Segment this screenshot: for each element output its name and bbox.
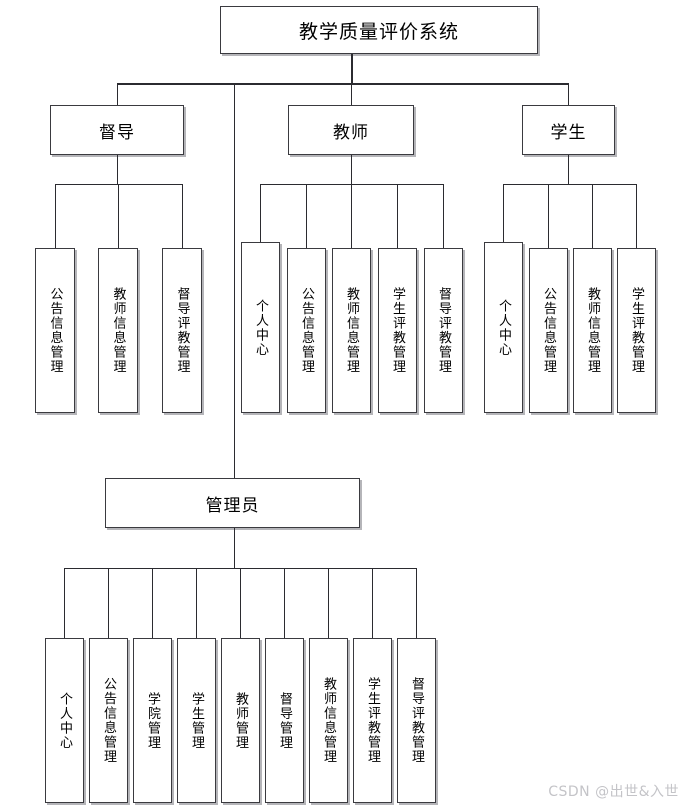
connector-admin-drop-5 xyxy=(240,568,241,638)
connector-drop-supervisor xyxy=(117,83,118,105)
node-admin-label: 管理员 xyxy=(205,495,260,516)
node-student-child-1[interactable]: 个人中心 xyxy=(484,242,523,413)
node-root-label: 教学质量评价系统 xyxy=(298,20,459,43)
node-admin-child-5-label: 教师管理 xyxy=(233,691,248,750)
node-teacher-child-5[interactable]: 督导评教管理 xyxy=(424,248,463,413)
node-teacher-child-4[interactable]: 学生评教管理 xyxy=(378,248,417,413)
connector-teacher-drop-3 xyxy=(351,184,352,248)
connector-teacher-drop-5 xyxy=(443,184,444,248)
connector-admin-drop-1 xyxy=(64,568,65,638)
node-admin-child-6[interactable]: 督导管理 xyxy=(265,638,304,803)
node-admin-child-8-label: 学生评教管理 xyxy=(365,677,380,764)
node-student-child-3[interactable]: 教师信息管理 xyxy=(573,248,612,413)
connector-teacher-drop-2 xyxy=(306,184,307,248)
connector-student-stem xyxy=(568,155,569,184)
node-admin-child-4-label: 学生管理 xyxy=(189,691,204,750)
node-admin-child-7[interactable]: 教师信息管理 xyxy=(309,638,348,803)
node-teacher[interactable]: 教师 xyxy=(288,105,414,155)
node-teacher-child-1-label: 个人中心 xyxy=(253,298,268,357)
node-teacher-child-3[interactable]: 教师信息管理 xyxy=(332,248,371,413)
connector-admin-drop-8 xyxy=(372,568,373,638)
connector-supervisor-stem xyxy=(117,155,118,184)
connector-drop-teacher xyxy=(351,83,352,105)
node-admin-child-2-label: 公告信息管理 xyxy=(101,677,116,764)
node-student-label: 学生 xyxy=(550,122,587,143)
node-teacher-child-3-label: 教师信息管理 xyxy=(344,287,359,374)
connector-drop-admin xyxy=(234,83,235,478)
connector-supervisor-drop-1 xyxy=(55,184,56,248)
connector-admin-drop-6 xyxy=(284,568,285,638)
node-root[interactable]: 教学质量评价系统 xyxy=(220,6,538,54)
connector-supervisor-bus xyxy=(55,184,183,185)
node-teacher-label: 教师 xyxy=(333,122,369,143)
node-supervisor-child-2[interactable]: 教师信息管理 xyxy=(98,248,138,413)
node-supervisor-child-1[interactable]: 公告信息管理 xyxy=(35,248,75,413)
connector-drop-student xyxy=(568,83,569,105)
node-supervisor-child-3[interactable]: 督导评教管理 xyxy=(162,248,202,413)
node-teacher-child-4-label: 学生评教管理 xyxy=(390,287,405,374)
node-admin[interactable]: 管理员 xyxy=(105,478,360,528)
connector-student-drop-4 xyxy=(636,184,637,248)
node-admin-child-8[interactable]: 学生评教管理 xyxy=(353,638,392,803)
node-supervisor-child-1-label: 公告信息管理 xyxy=(47,287,63,374)
node-admin-child-4[interactable]: 学生管理 xyxy=(177,638,216,803)
node-student-child-4[interactable]: 学生评教管理 xyxy=(617,248,656,413)
connector-supervisor-drop-2 xyxy=(118,184,119,248)
node-supervisor[interactable]: 督导 xyxy=(50,105,184,155)
connector-admin-drop-2 xyxy=(108,568,109,638)
node-supervisor-child-2-label: 教师信息管理 xyxy=(110,287,126,374)
node-student-child-4-label: 学生评教管理 xyxy=(629,287,644,374)
connector-teacher-drop-4 xyxy=(397,184,398,248)
node-admin-child-9-label: 督导评教管理 xyxy=(409,677,424,764)
csdn-watermark: CSDN @出世&入世 xyxy=(548,784,679,800)
node-teacher-child-5-label: 督导评教管理 xyxy=(436,287,451,374)
node-teacher-child-2-label: 公告信息管理 xyxy=(299,287,314,374)
node-admin-child-1-label: 个人中心 xyxy=(57,691,72,750)
connector-student-drop-2 xyxy=(548,184,549,248)
connector-teacher-drop-1 xyxy=(260,184,261,242)
node-teacher-child-1[interactable]: 个人中心 xyxy=(241,242,280,413)
node-admin-child-2[interactable]: 公告信息管理 xyxy=(89,638,128,803)
connector-student-drop-1 xyxy=(503,184,504,242)
node-student-child-2[interactable]: 公告信息管理 xyxy=(529,248,568,413)
connector-root-stem xyxy=(351,54,353,83)
node-admin-child-3[interactable]: 学院管理 xyxy=(133,638,172,803)
node-admin-child-3-label: 学院管理 xyxy=(145,691,160,750)
node-admin-child-5[interactable]: 教师管理 xyxy=(221,638,260,803)
connector-teacher-bus xyxy=(260,184,444,185)
connector-level1-bus xyxy=(117,83,569,85)
connector-admin-stem xyxy=(234,528,235,568)
node-admin-child-7-label: 教师信息管理 xyxy=(321,677,336,764)
node-student-child-3-label: 教师信息管理 xyxy=(585,287,600,374)
connector-teacher-stem xyxy=(351,155,352,184)
connector-student-drop-3 xyxy=(592,184,593,248)
connector-admin-drop-7 xyxy=(328,568,329,638)
node-student-child-2-label: 公告信息管理 xyxy=(541,287,556,374)
connector-admin-drop-3 xyxy=(152,568,153,638)
connector-admin-drop-9 xyxy=(416,568,417,638)
node-supervisor-label: 督导 xyxy=(99,122,135,143)
node-admin-child-9[interactable]: 督导评教管理 xyxy=(397,638,436,803)
connector-student-bus xyxy=(503,184,637,185)
connector-supervisor-drop-3 xyxy=(182,184,183,248)
node-student-child-1-label: 个人中心 xyxy=(496,298,511,357)
connector-admin-drop-4 xyxy=(196,568,197,638)
node-teacher-child-2[interactable]: 公告信息管理 xyxy=(287,248,326,413)
node-admin-child-6-label: 督导管理 xyxy=(277,691,292,750)
node-admin-child-1[interactable]: 个人中心 xyxy=(45,638,84,803)
node-supervisor-child-3-label: 督导评教管理 xyxy=(174,287,190,374)
node-student[interactable]: 学生 xyxy=(522,105,615,155)
